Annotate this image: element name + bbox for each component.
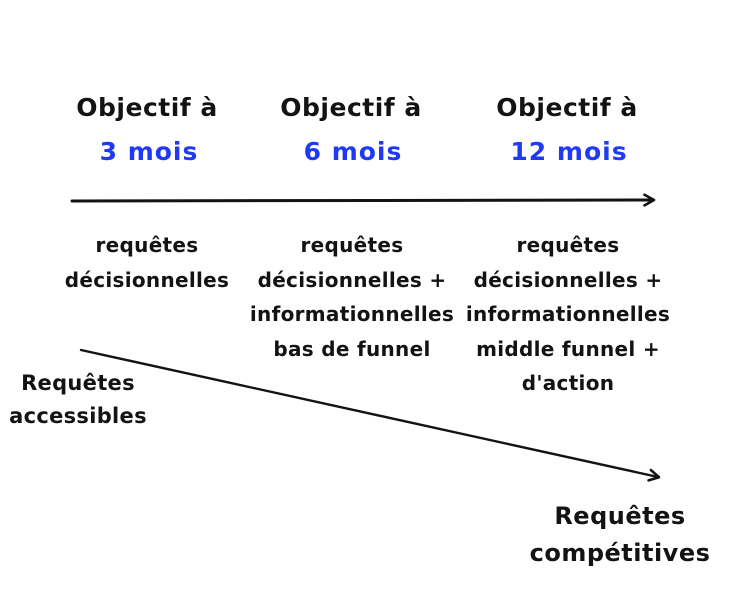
column-item: middle funnel + bbox=[476, 336, 660, 361]
timeline-arrow bbox=[70, 193, 656, 207]
column-3-items: requêtes décisionnelles + informationnel… bbox=[466, 228, 670, 401]
column-item: informationnelles bbox=[465, 302, 671, 326]
column-1-title: Objectif à bbox=[76, 93, 218, 122]
column-2-title: Objectif à bbox=[280, 93, 422, 122]
axis-start-line1: Requêtes bbox=[21, 371, 135, 395]
axis-start-line2: accessibles bbox=[9, 404, 147, 428]
column-3-period: 12 mois bbox=[510, 137, 628, 166]
column-1-items: requêtes décisionnelles bbox=[65, 228, 230, 297]
column-item: décisionnelles + bbox=[257, 267, 447, 292]
column-item: décisionnelles + bbox=[473, 267, 663, 292]
column-item: requêtes bbox=[95, 233, 199, 257]
column-item: requêtes bbox=[516, 233, 620, 257]
column-item: décisionnelles bbox=[64, 267, 230, 292]
column-item: requêtes bbox=[300, 233, 404, 257]
column-2-period: 6 mois bbox=[303, 137, 403, 166]
column-item: bas de funnel bbox=[273, 336, 431, 361]
accessible-queries-label: Requêtes accessibles bbox=[9, 367, 147, 433]
column-2-items: requêtes décisionnelles + informationnel… bbox=[250, 228, 454, 366]
column-item: d'action bbox=[521, 371, 615, 395]
competitive-queries-label: Requêtes compétitives bbox=[530, 498, 711, 572]
column-3-title: Objectif à bbox=[496, 93, 638, 122]
column-1-period: 3 mois bbox=[99, 137, 199, 166]
axis-end-line2: compétitives bbox=[529, 539, 711, 567]
axis-end-line1: Requêtes bbox=[554, 502, 686, 530]
column-item: informationnelles bbox=[249, 302, 455, 326]
